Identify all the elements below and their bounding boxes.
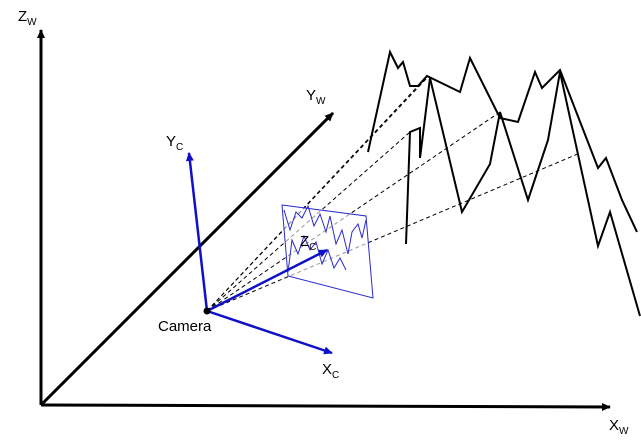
camera-x-axis <box>206 309 333 355</box>
image-plane-profile-2 <box>287 234 347 273</box>
camera-center <box>203 307 211 315</box>
world-x-axis <box>40 402 611 411</box>
world-x-label: XW <box>609 417 629 437</box>
world-y-axis <box>39 111 335 407</box>
terrain-front-profile <box>405 71 641 317</box>
camera-y-axis <box>185 152 209 312</box>
camera-z-label: ZC <box>300 233 316 253</box>
terrain-back-profile <box>367 49 638 233</box>
projection-lines <box>206 77 581 312</box>
camera-y-label: YC <box>166 133 183 153</box>
camera-z-axis <box>206 248 328 313</box>
image-plane-profile <box>283 204 367 255</box>
world-y-label: YW <box>306 87 326 107</box>
camera-x-label: XC <box>322 361 339 381</box>
camera-label: Camera <box>158 318 212 335</box>
world-z-label: ZW <box>18 8 37 28</box>
